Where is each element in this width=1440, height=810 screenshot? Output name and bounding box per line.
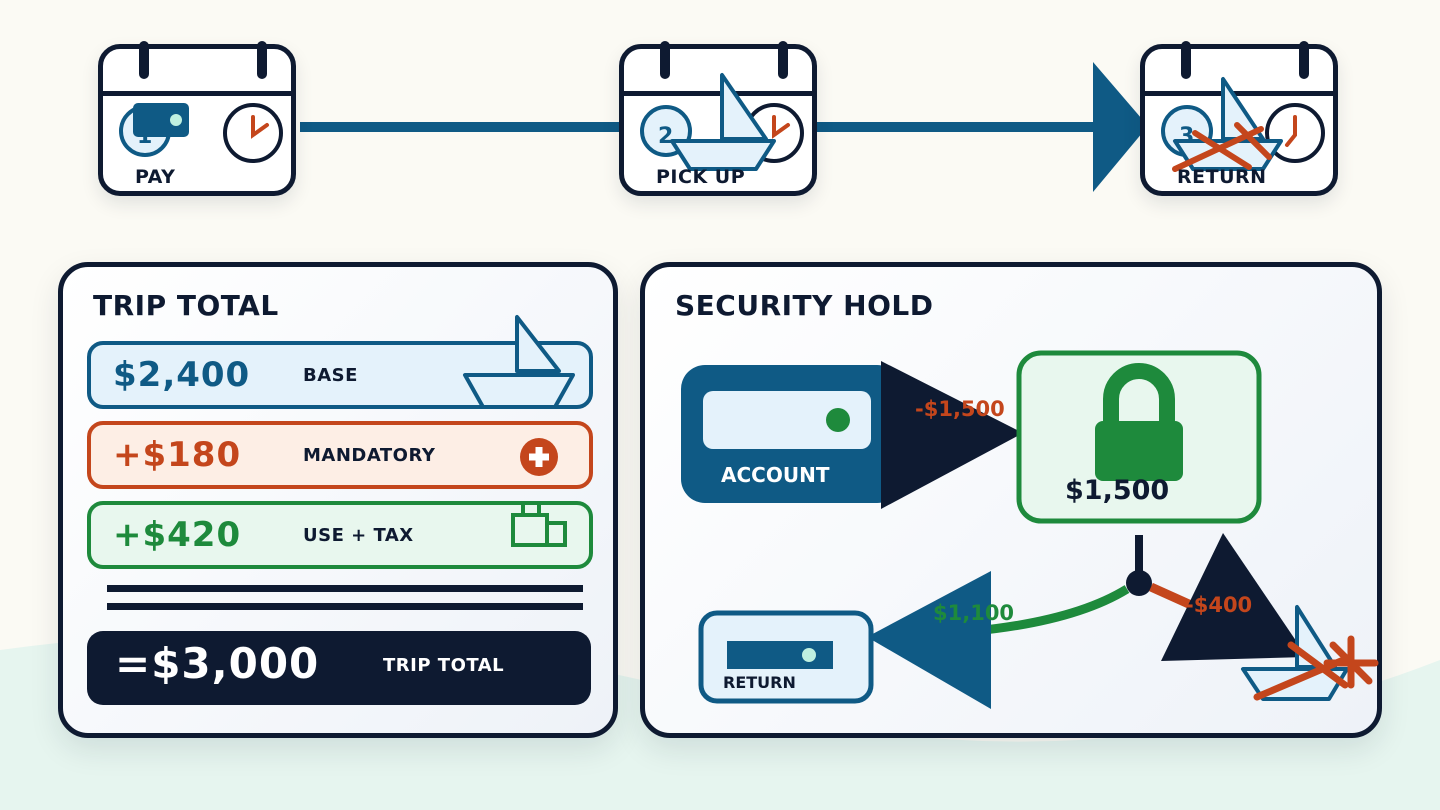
debit-arrow xyxy=(881,361,1023,509)
step-card-return: 3 RETURN xyxy=(1140,41,1338,196)
lock-box xyxy=(1016,350,1262,524)
cost-label: BASE xyxy=(303,365,358,386)
cost-amount: +$420 xyxy=(113,515,242,555)
timeline-arrowhead xyxy=(1093,62,1148,192)
card-icon xyxy=(133,103,189,137)
cost-amount: $2,400 xyxy=(113,355,251,395)
cost-label: MANDATORY xyxy=(303,445,436,466)
account-card-icon xyxy=(681,365,901,503)
damaged-boat-icon xyxy=(1241,605,1379,701)
sum-divider xyxy=(107,603,583,610)
boat-icon xyxy=(670,73,776,171)
refund-arrow xyxy=(867,571,991,709)
fuel-can-icon xyxy=(511,501,567,547)
panel-title: TRIP TOTAL xyxy=(93,289,279,322)
return-label: RETURN xyxy=(723,673,796,692)
plus-circle-icon xyxy=(520,438,558,476)
step-label: PAY xyxy=(135,166,176,188)
damage-arrow xyxy=(1161,533,1307,661)
cost-amount: +$180 xyxy=(113,435,242,475)
svg-text:2: 2 xyxy=(658,124,673,149)
step-card-pick-up: 2 PICK UP xyxy=(619,41,817,196)
damage-deduction-amount: -$400 xyxy=(1185,593,1253,617)
sum-divider xyxy=(107,585,583,592)
step-label: RETURN xyxy=(1177,166,1267,188)
clock-icon xyxy=(1265,103,1325,163)
total-row: =$3,000 TRIP TOTAL xyxy=(87,631,591,705)
total-label: TRIP TOTAL xyxy=(383,655,505,676)
step-card-pay: 1 PAY xyxy=(98,41,296,196)
clock-icon xyxy=(223,103,283,163)
panel-title: SECURITY HOLD xyxy=(675,289,934,322)
trip-total-panel: TRIP TOTAL $2,400 BASE +$180 MANDATORY +… xyxy=(58,262,618,738)
total-amount: =$3,000 xyxy=(115,639,320,688)
step-label: PICK UP xyxy=(656,166,746,188)
hold-debit-amount: -$1,500 xyxy=(915,397,1005,421)
cost-label: USE + TAX xyxy=(303,525,414,546)
hold-split-connector xyxy=(974,535,1193,636)
boat-icon xyxy=(463,315,575,409)
cost-row-mandatory: +$180 MANDATORY xyxy=(87,421,593,489)
refund-amount: $1,100 xyxy=(933,601,1015,625)
security-hold-panel: SECURITY HOLD xyxy=(640,262,1382,738)
return-card-icon xyxy=(698,610,874,704)
cost-row-use-tax: +$420 USE + TAX xyxy=(87,501,593,569)
damaged-boat-icon xyxy=(1172,77,1283,172)
hold-amount: $1,500 xyxy=(1065,475,1170,506)
account-label: ACCOUNT xyxy=(721,463,830,487)
